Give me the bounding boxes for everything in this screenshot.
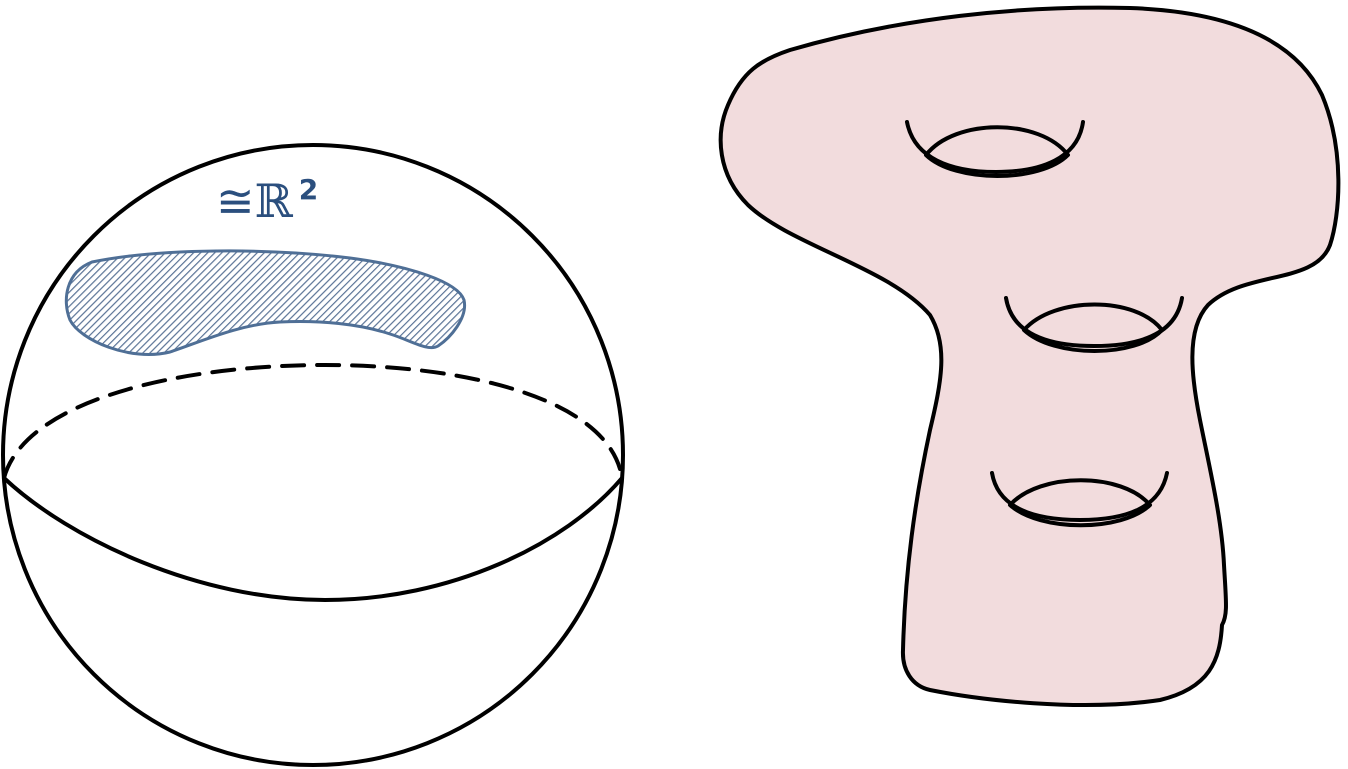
equator-front	[2, 476, 624, 602]
equator-back-dashed	[2, 363, 624, 480]
hole-3	[990, 471, 1169, 528]
hole-1	[905, 120, 1085, 178]
sphere-outline	[1, 143, 625, 767]
hole-2	[1004, 296, 1184, 353]
chart-region	[64, 249, 467, 356]
dimension-exponent: 2	[298, 173, 319, 206]
sphere	[1, 143, 625, 767]
surface-body	[718, 5, 1341, 708]
homeomorphic-r-symbol: ≅ℝ	[216, 174, 293, 228]
genus-3-surface	[718, 5, 1341, 708]
